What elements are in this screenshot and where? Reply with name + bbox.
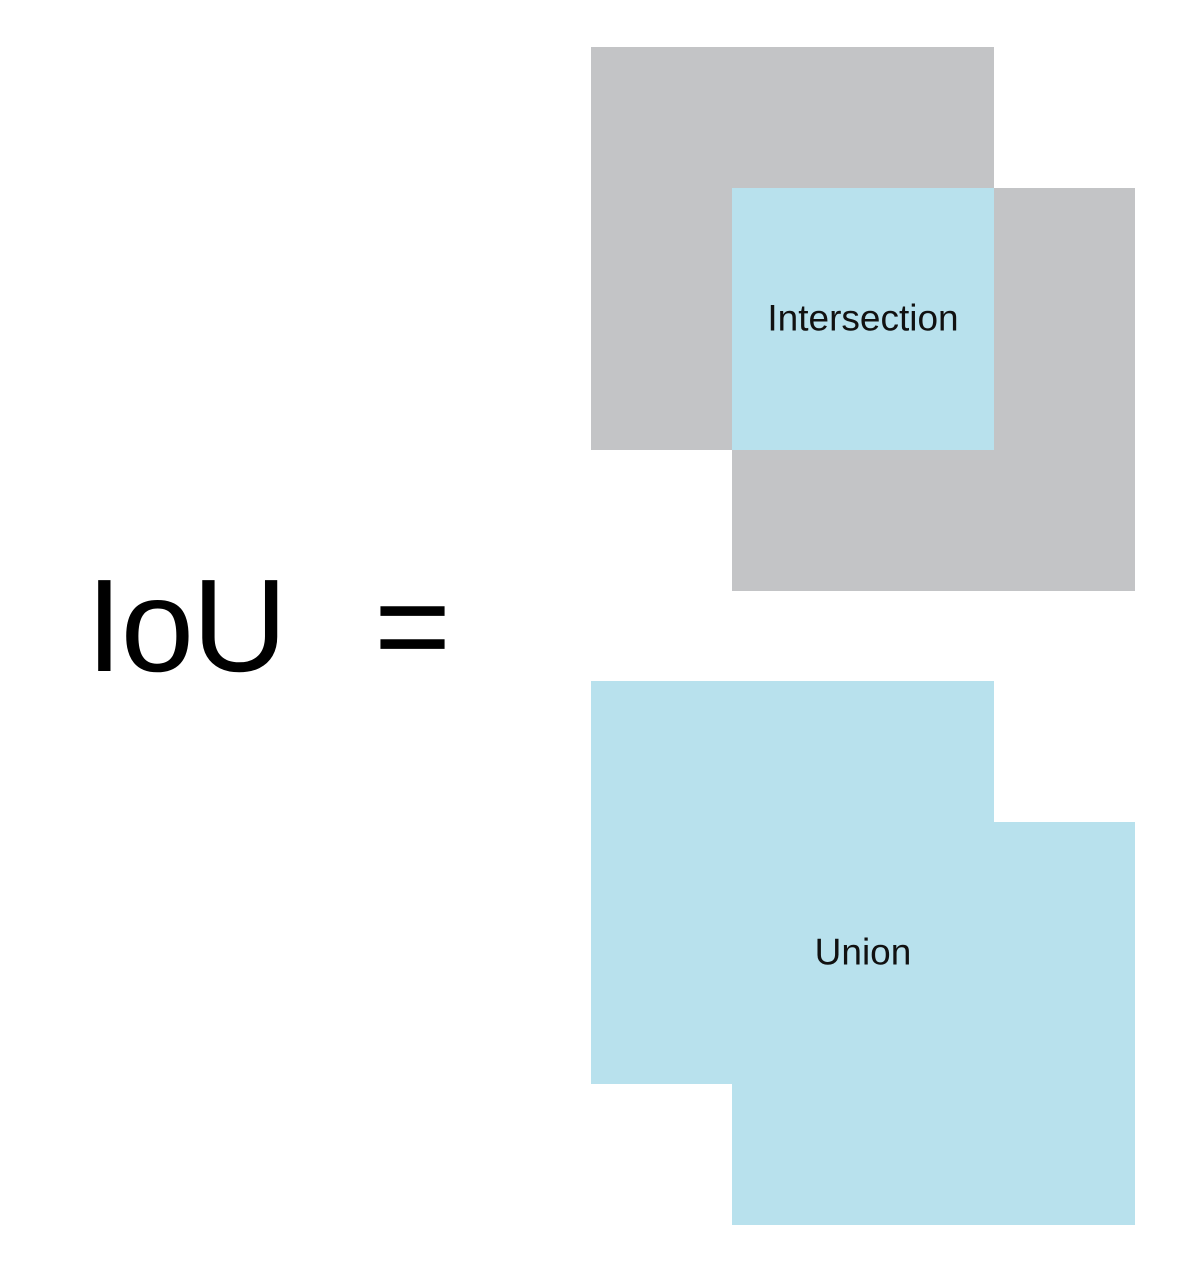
formula-lhs: IoU: [86, 552, 287, 699]
union-label: Union: [814, 931, 912, 973]
intersection-label: Intersection: [767, 297, 959, 339]
formula-equals-sign: =: [374, 552, 452, 699]
intersection-region: [732, 188, 994, 450]
union-box-b: [732, 822, 1135, 1225]
